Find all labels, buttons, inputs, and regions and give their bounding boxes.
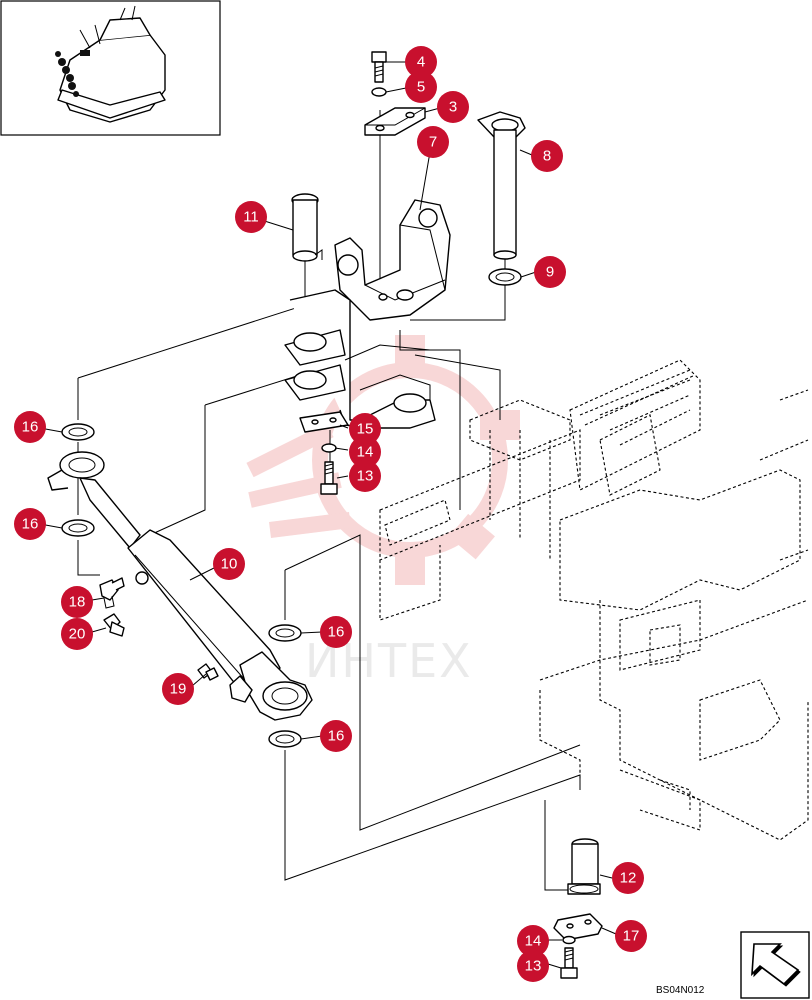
part-14-washer-upper bbox=[321, 443, 337, 453]
part-18-fitting bbox=[99, 577, 125, 609]
part-11-pin bbox=[291, 193, 323, 262]
callout-label: 19 bbox=[170, 681, 187, 698]
part-3-plate bbox=[364, 107, 426, 136]
callout-c11[interactable]: 11 bbox=[235, 201, 267, 233]
callout-label: 16 bbox=[22, 516, 39, 533]
part-13-bolt-upper bbox=[320, 461, 338, 495]
callout-label: 14 bbox=[357, 444, 374, 461]
callout-label: 7 bbox=[429, 134, 437, 151]
callout-label: 3 bbox=[449, 99, 457, 116]
callout-c4[interactable]: 4 bbox=[405, 46, 437, 78]
part-17-plate bbox=[553, 913, 603, 941]
part-9-washer bbox=[488, 268, 522, 286]
part-16-washer-b bbox=[61, 519, 95, 537]
callout-label: 15 bbox=[357, 421, 374, 438]
inset-overview bbox=[0, 0, 221, 136]
callout-c20[interactable]: 20 bbox=[61, 618, 93, 650]
callout-c15[interactable]: 15 bbox=[349, 413, 381, 445]
callout-label: 5 bbox=[417, 79, 425, 96]
callout-c5[interactable]: 5 bbox=[405, 71, 437, 103]
part-14-washer-lower bbox=[562, 935, 576, 945]
front-arrow-icon bbox=[740, 931, 810, 999]
callout-label: 4 bbox=[417, 54, 425, 71]
callout-label: 20 bbox=[69, 626, 86, 643]
part-16-washer-d bbox=[268, 730, 302, 748]
callout-label: 16 bbox=[22, 419, 39, 436]
callout-label: 8 bbox=[543, 148, 551, 165]
callout-label: 9 bbox=[546, 264, 554, 281]
callout-c16a[interactable]: 16 bbox=[14, 411, 46, 443]
part-19-fitting bbox=[197, 663, 219, 681]
callout-c16c[interactable]: 16 bbox=[320, 616, 352, 648]
assembly-lines bbox=[77, 110, 581, 891]
part-16-washer-c bbox=[268, 624, 302, 642]
part-4-bolt bbox=[371, 51, 387, 83]
callout-c16d[interactable]: 16 bbox=[320, 720, 352, 752]
callout-c19[interactable]: 19 bbox=[162, 673, 194, 705]
machine-frame bbox=[379, 359, 809, 841]
callout-c14a[interactable]: 14 bbox=[349, 436, 381, 468]
callout-c14b[interactable]: 14 bbox=[517, 925, 549, 957]
callout-label: 14 bbox=[525, 933, 542, 950]
callout-c13a[interactable]: 13 bbox=[349, 460, 381, 492]
part-16-washer-a bbox=[61, 423, 95, 441]
callout-c17[interactable]: 17 bbox=[615, 920, 647, 952]
part-8-pin bbox=[477, 111, 526, 260]
callout-c3[interactable]: 3 bbox=[437, 91, 469, 123]
callout-c9[interactable]: 9 bbox=[534, 256, 566, 288]
callout-c8[interactable]: 8 bbox=[531, 140, 563, 172]
callout-label: 16 bbox=[328, 728, 345, 745]
part-13-bolt-lower bbox=[560, 947, 578, 979]
part-10-cylinder bbox=[47, 451, 313, 721]
callout-c7[interactable]: 7 bbox=[417, 126, 449, 158]
callout-label: 17 bbox=[623, 928, 640, 945]
callout-label: 12 bbox=[620, 870, 637, 887]
callout-c16b[interactable]: 16 bbox=[14, 508, 46, 540]
callout-label: 18 bbox=[69, 594, 86, 611]
machine-overview-icon bbox=[55, 5, 166, 123]
part-15-plate bbox=[299, 411, 349, 433]
part-12-pin bbox=[567, 838, 601, 895]
callout-c10[interactable]: 10 bbox=[213, 548, 245, 580]
callout-c12[interactable]: 12 bbox=[612, 862, 644, 894]
watermark: ИНТЕХ bbox=[246, 335, 520, 688]
callout-label: 10 bbox=[221, 556, 238, 573]
drawing-reference: BS04N012 bbox=[656, 985, 705, 996]
callout-c18[interactable]: 18 bbox=[61, 586, 93, 618]
callout-c13b[interactable]: 13 bbox=[517, 950, 549, 982]
callout-label: 13 bbox=[357, 468, 374, 485]
part-20-fitting bbox=[103, 613, 125, 637]
part-5-washer bbox=[371, 87, 387, 97]
callout-label: 13 bbox=[525, 958, 542, 975]
callout-label: 11 bbox=[243, 209, 259, 226]
callout-label: 16 bbox=[328, 624, 345, 641]
